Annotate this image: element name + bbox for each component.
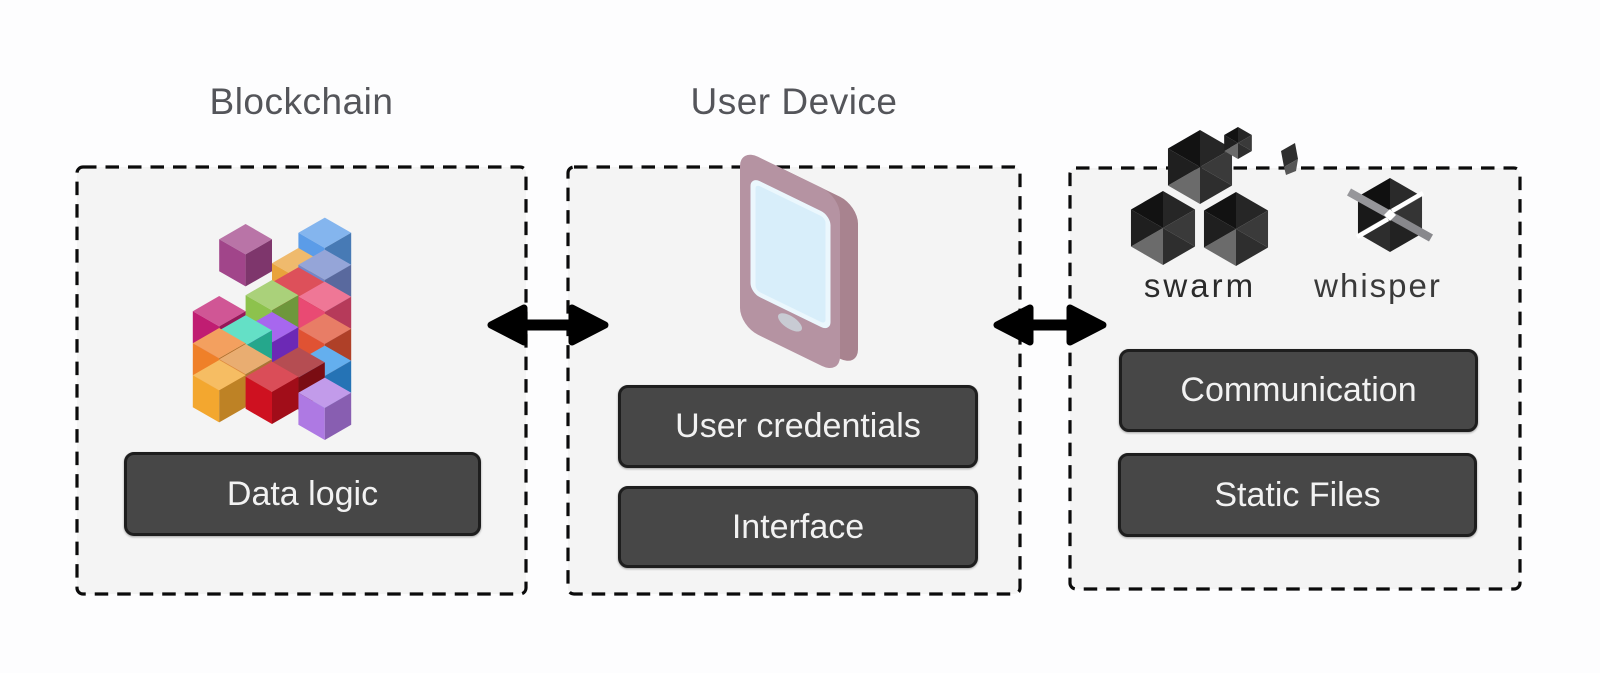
node-data-logic: Data logic (124, 452, 481, 536)
node-static-files: Static Files (1118, 453, 1477, 537)
panel-title-user-device: User Device (690, 81, 898, 122)
panel-title-blockchain: Blockchain (209, 81, 394, 122)
swarm-wordmark: swarm (1143, 267, 1257, 304)
whisper-wordmark: whisper (1314, 267, 1442, 304)
node-interface: Interface (618, 486, 978, 568)
node-user-credentials: User credentials (618, 385, 978, 468)
node-communication: Communication (1119, 349, 1478, 432)
